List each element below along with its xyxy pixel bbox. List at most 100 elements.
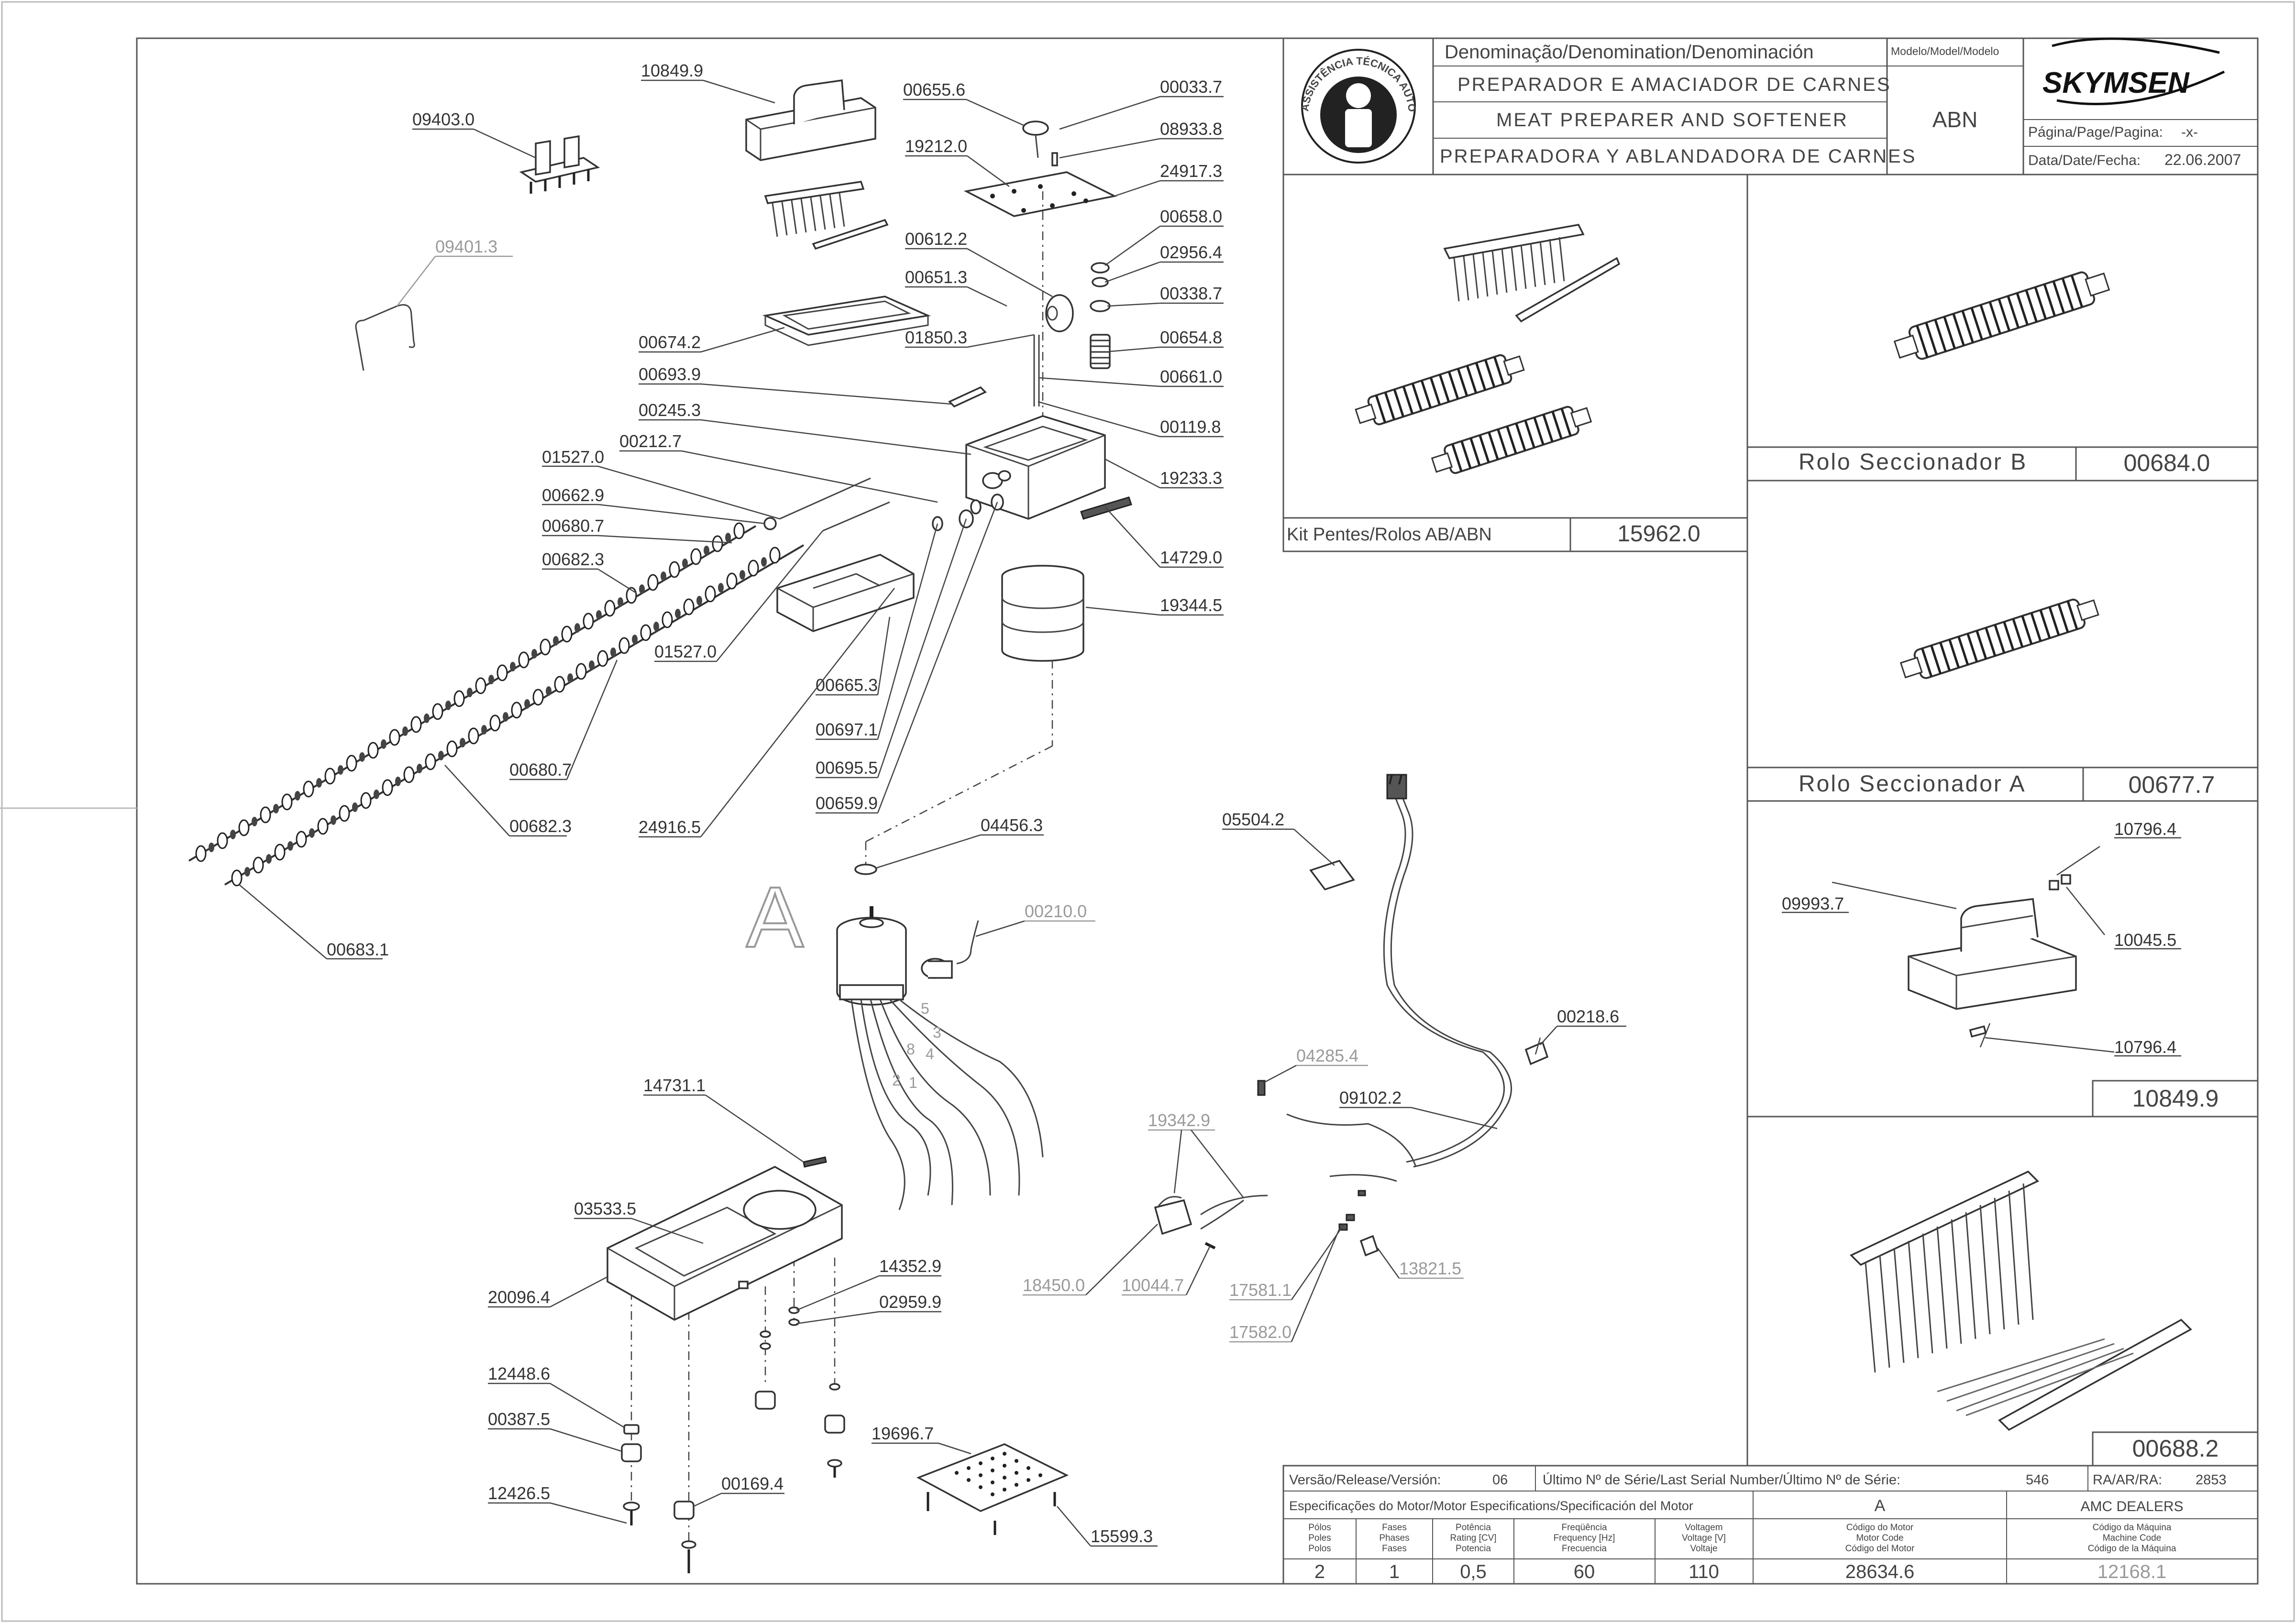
callout-label: 00119.8: [1160, 417, 1221, 437]
callout-label: 00697.1: [816, 720, 878, 739]
svg-text:Voltagem: Voltagem: [1685, 1523, 1722, 1533]
kit-name: Rolo Seccionador A: [1799, 771, 2026, 797]
callout-label: 20096.4: [488, 1287, 550, 1307]
callout-label: 18450.0: [1023, 1275, 1085, 1295]
callout-label: 01527.0: [542, 447, 604, 467]
svg-text:Potência: Potência: [1456, 1523, 1491, 1533]
svg-text:Código do Motor: Código do Motor: [1846, 1523, 1914, 1533]
callout-label: 09401.3: [435, 237, 497, 256]
svg-text:Polos: Polos: [1308, 1544, 1331, 1554]
callout-label: 00387.5: [488, 1409, 550, 1429]
callout-label: 00680.7: [542, 516, 604, 536]
svg-text:Phases: Phases: [1379, 1533, 1409, 1543]
svg-text:Freqüência: Freqüência: [1561, 1523, 1607, 1533]
svg-text:Rating [CV]: Rating [CV]: [1450, 1533, 1496, 1543]
callout-label: 00612.2: [905, 229, 967, 249]
motor-spec-table: Versão/Release/Versión: 06 Último Nº de …: [1282, 1465, 2259, 1585]
callout-label: 00212.7: [619, 431, 682, 451]
callout-label: 12426.5: [488, 1483, 550, 1503]
phases-value: 1: [1389, 1561, 1400, 1582]
callout-label: 15599.3: [1091, 1526, 1153, 1546]
svg-text:Frecuencia: Frecuencia: [1562, 1544, 1607, 1554]
callout-label: 03533.5: [574, 1199, 636, 1218]
kit-name: Kit Pentes/Rolos AB/ABN: [1287, 525, 1492, 545]
callout-label: 14729.0: [1160, 548, 1222, 567]
callout-label: 00218.6: [1557, 1007, 1619, 1026]
callout-label: 10044.7: [1122, 1275, 1184, 1295]
wire-number: 8: [906, 1041, 915, 1058]
kit-box-roller-b: Rolo Seccionador B 00684.0: [1746, 174, 2259, 482]
date-label: Data/Date/Fecha:: [2028, 153, 2141, 168]
callout-label: 00695.5: [816, 758, 878, 778]
kit-code: 00684.0: [2124, 450, 2210, 476]
callout-label: 00338.7: [1160, 284, 1222, 303]
callout-label: 10796.4: [2114, 819, 2176, 839]
callout-label: 17582.0: [1229, 1322, 1292, 1342]
kit-box-combs-rollers: Kit Pentes/Rolos AB/ABN 15962.0: [1282, 174, 1748, 552]
callout-label: 00661.0: [1160, 367, 1222, 386]
name-es: PREPARADORA Y ABLANDADORA DE CARNES: [1440, 146, 1916, 167]
callout-label: 14731.1: [643, 1075, 706, 1095]
svg-text:Fases: Fases: [1382, 1544, 1407, 1554]
callout-label: 00693.9: [639, 364, 701, 384]
callout-label: 00682.3: [509, 816, 572, 836]
svg-text:Código de la Máquina: Código de la Máquina: [2088, 1544, 2176, 1554]
name-pt: PREPARADOR E AMACIADOR DE CARNES: [1457, 74, 1891, 95]
motor-code-value: 28634.6: [1845, 1561, 1915, 1582]
roller-shaft-lower: [224, 544, 805, 887]
callout-label: 19212.0: [905, 136, 967, 156]
callout-label: 02959.9: [879, 1292, 941, 1312]
callout-label: 13821.5: [1399, 1259, 1461, 1278]
callout-label: 19233.3: [1160, 468, 1222, 488]
callout-label: 09993.7: [1782, 894, 1844, 913]
kit-box-large-comb: 00688.2: [1746, 1116, 2259, 1467]
svg-text:Poles: Poles: [1308, 1533, 1331, 1543]
callouts: 10849.9 09403.0 09401.3 00655.6 00033.7 …: [239, 61, 1626, 1547]
callout-label: 08933.8: [1160, 119, 1222, 139]
motor-a: [836, 906, 907, 1006]
callout-label: 04456.3: [981, 815, 1043, 835]
svg-text:Voltage [V]: Voltage [V]: [1682, 1533, 1726, 1543]
poles-value: 2: [1314, 1561, 1325, 1582]
model-value: ABN: [1932, 107, 1978, 132]
kit-code: 00677.7: [2129, 771, 2215, 798]
callout-label: 04285.4: [1296, 1046, 1358, 1065]
svg-text:Motor Code: Motor Code: [1856, 1533, 1903, 1543]
view-letter: A: [746, 869, 804, 965]
callout-label: 10796.4: [2114, 1037, 2176, 1057]
callout-label: 00651.3: [905, 267, 967, 287]
ra-label: RA/AR/RA:: [2093, 1472, 2162, 1488]
callout-label: 19696.7: [872, 1424, 934, 1443]
svg-text:Frequency [Hz]: Frequency [Hz]: [1554, 1533, 1615, 1543]
motor-letter: A: [1875, 1497, 1886, 1515]
drawing-parts: A 5 3 4 8 2 1: [188, 79, 1549, 1573]
svg-text:Fases: Fases: [1382, 1523, 1407, 1533]
callout-label: 00245.3: [639, 400, 701, 420]
callout-label: 09403.0: [412, 110, 475, 129]
page-value: -x-: [2181, 124, 2198, 140]
version-label: Versão/Release/Versión:: [1289, 1472, 1441, 1488]
callout-label: 01850.3: [905, 328, 967, 347]
skymsen-logo: SKYMSEN: [2042, 37, 2243, 105]
roller-shaft-upper: [188, 522, 757, 862]
serial-value: 546: [2026, 1472, 2049, 1488]
title-block: ASSISTÊNCIA TÉCNICA AUTORIZADA Denominaç…: [0, 0, 2259, 175]
dealer: AMC DEALERS: [2080, 1499, 2183, 1514]
rating-value: 0,5: [1460, 1561, 1487, 1582]
name-en: MEAT PREPARER AND SOFTENER: [1496, 110, 1848, 131]
frequency-value: 60: [1574, 1561, 1595, 1582]
kit-box-comb-holder: 10796.4 09993.7 10045.5 10796.4 10849.9: [1746, 800, 2259, 1118]
callout-label: 00655.6: [903, 80, 965, 99]
ra-value: 2853: [2196, 1472, 2227, 1488]
serial-label: Último Nº de Série/Last Serial Number/Úl…: [1543, 1472, 1900, 1488]
svg-text:Voltaje: Voltaje: [1690, 1544, 1717, 1554]
wire-number: 1: [909, 1074, 917, 1091]
kit-box-roller-a: Rolo Seccionador A 00677.7: [1746, 480, 2259, 802]
callout-label: 05504.2: [1222, 810, 1284, 829]
kit-code: 15962.0: [1617, 521, 1700, 547]
callout-label: 17581.1: [1229, 1280, 1292, 1300]
svg-text:Pólos: Pólos: [1308, 1523, 1331, 1533]
wire-number: 3: [933, 1024, 941, 1041]
